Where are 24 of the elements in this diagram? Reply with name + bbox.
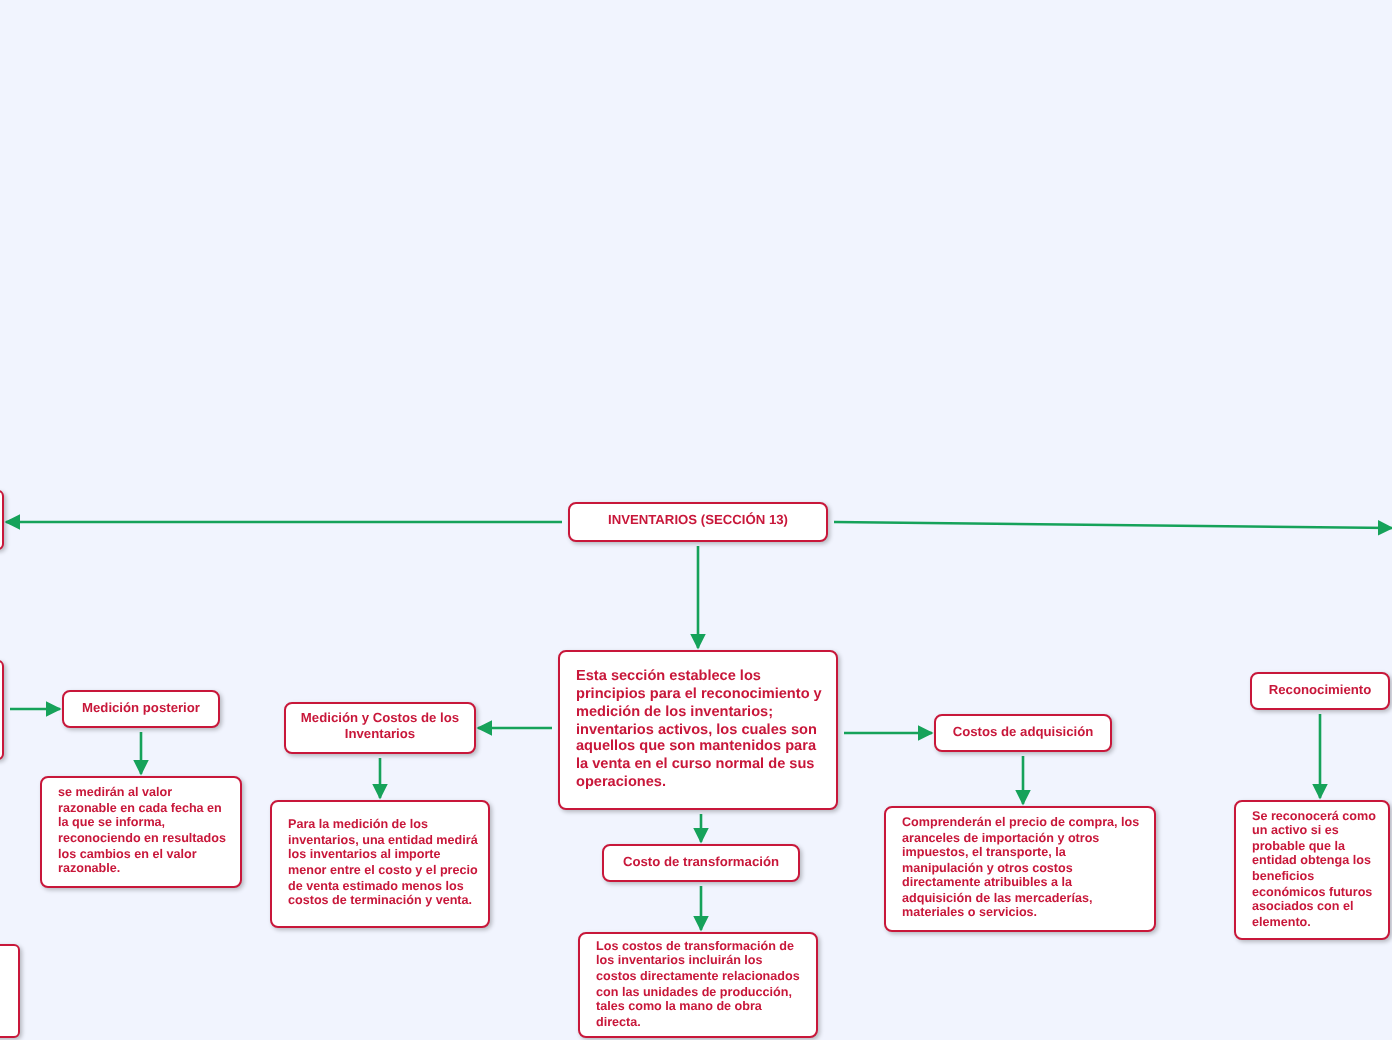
note-box — [1234, 800, 1390, 940]
arrow — [372, 758, 388, 800]
arrow — [693, 814, 709, 844]
topic-box — [1250, 672, 1390, 710]
arrow — [844, 725, 934, 741]
arrow — [10, 701, 62, 717]
topic-box — [934, 714, 1112, 752]
arrow — [1015, 756, 1031, 806]
arrow — [133, 732, 149, 776]
topic-box — [602, 844, 800, 882]
note-box — [884, 806, 1156, 932]
arrow — [834, 520, 1392, 536]
arrow — [690, 546, 706, 650]
arrow — [693, 886, 709, 932]
note-box — [270, 800, 490, 928]
note-box — [558, 650, 838, 810]
note-box — [578, 932, 818, 1038]
note-box — [40, 776, 242, 888]
topic-box — [568, 502, 828, 542]
topic-box — [62, 690, 220, 728]
arrow — [476, 720, 552, 736]
topic-box — [284, 702, 476, 754]
arrow — [4, 514, 562, 530]
arrow — [1312, 714, 1328, 800]
